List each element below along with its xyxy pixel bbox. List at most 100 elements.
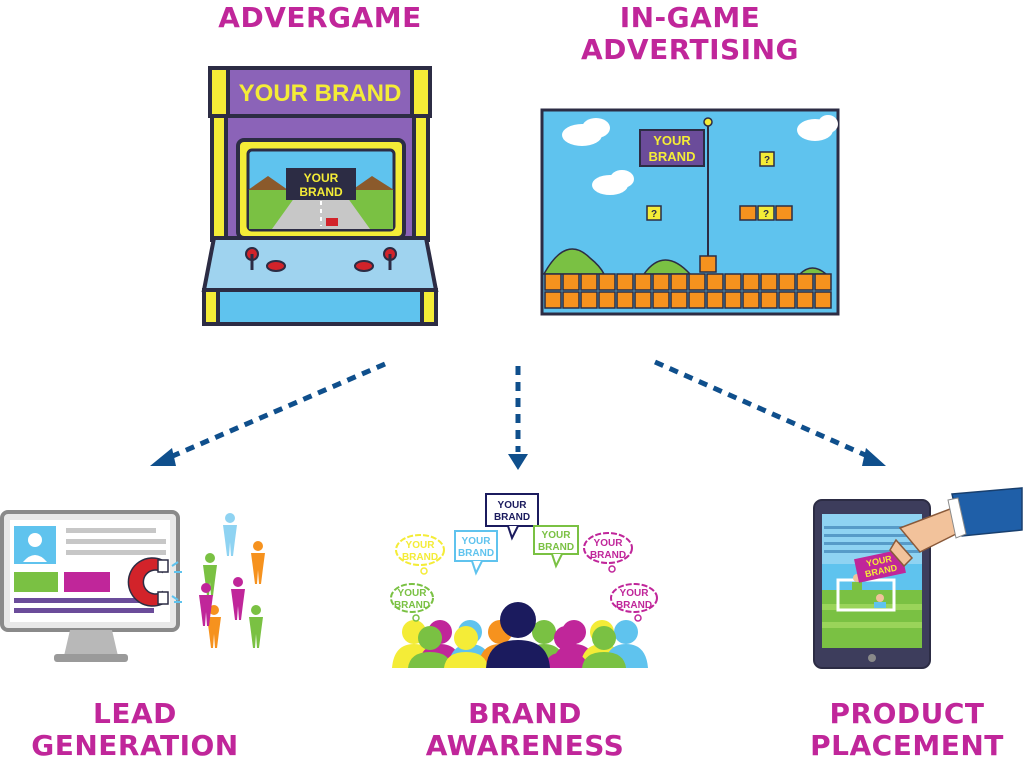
in-game-title-line2: ADVERTISING [580, 33, 800, 66]
brick [796, 273, 814, 291]
crowd-person-icon [544, 626, 588, 668]
question-mark-3: ? [763, 209, 769, 220]
screen-brand-line2: BRAND [299, 185, 343, 199]
crowd-person-icon [582, 626, 626, 668]
bubble-brand-line1: YOUR [398, 588, 428, 599]
question-mark-2: ? [651, 209, 657, 220]
brick [670, 291, 688, 309]
monitor-magnet-icon [0, 510, 182, 662]
arrowhead-right [862, 448, 886, 466]
brick [796, 291, 814, 309]
bubble-brand-line2: BRAND [590, 550, 626, 561]
brick [652, 273, 670, 291]
arrow-to-lead-generation [167, 361, 386, 461]
person-icon [249, 605, 263, 648]
brand-awareness-title: BRAND AWARENESS [400, 698, 650, 762]
brick [616, 291, 634, 309]
in-game-advertising-title: IN-GAME ADVERTISING [540, 2, 840, 66]
in-game-title-line1: IN-GAME [619, 1, 761, 34]
bubble-brand-line1: YOUR [542, 530, 572, 541]
advergame-title: ADVERGAME [170, 2, 470, 34]
tablet-icon: YOUR BRAND [813, 487, 1023, 669]
crowd-person-icon [444, 626, 488, 668]
brick [652, 291, 670, 309]
marquee-brand-text: YOUR BRAND [239, 80, 402, 107]
brick [760, 273, 778, 291]
brick [760, 291, 778, 309]
brick [580, 273, 598, 291]
lead-title-line1: LEAD [93, 697, 177, 730]
advergame-title-line1: ADVERGAME [218, 1, 422, 34]
brick [544, 273, 562, 291]
bubble-brand-line1: YOUR [498, 500, 528, 511]
question-mark-1: ? [764, 155, 770, 166]
person-icon [199, 583, 213, 626]
brick [742, 273, 760, 291]
person-icon [223, 513, 237, 556]
game-sign-brand-line1: YOUR [653, 133, 691, 148]
lead-generation-title: LEAD GENERATION [10, 698, 260, 762]
screen-brand-line1: YOUR [304, 171, 339, 185]
brick [778, 291, 796, 309]
person-icon [231, 577, 245, 620]
bubble-brand-line1: YOUR [406, 540, 436, 551]
arrowhead-center [508, 454, 528, 470]
product-placement-title: PRODUCT PLACEMENT [790, 698, 1024, 762]
awareness-title-line2: AWARENESS [425, 729, 625, 762]
platform-game-icon: YOUR BRAND ? ? ? [540, 108, 840, 316]
bubble-brand-line2: BRAND [458, 548, 494, 559]
arrows [167, 359, 874, 461]
game-sign-brand-line2: BRAND [649, 149, 696, 164]
brick [544, 291, 562, 309]
brick [562, 291, 580, 309]
person-icon [207, 605, 221, 648]
brick [688, 291, 706, 309]
brick [778, 273, 796, 291]
brick [580, 291, 598, 309]
bubble-brand-line2: BRAND [394, 600, 430, 611]
brick [598, 291, 616, 309]
brick [616, 273, 634, 291]
placement-title-line1: PRODUCT [829, 697, 985, 730]
brick [634, 291, 652, 309]
person-icon [251, 541, 265, 584]
bubble-brand-line1: YOUR [462, 536, 492, 547]
crowd-icon [392, 602, 648, 668]
brick [814, 291, 832, 309]
bubble-brand-line1: YOUR [620, 588, 650, 599]
arcade-cabinet-icon: YOUR BRAND YOUR BRAND [201, 66, 439, 326]
question-block-icon: ? [646, 205, 662, 221]
lead-title-line2: GENERATION [31, 729, 239, 762]
bubble-brand-line2: BRAND [538, 542, 574, 553]
brick [742, 291, 760, 309]
awareness-title-line1: BRAND [468, 697, 582, 730]
bubble-brand-line2: BRAND [402, 552, 438, 563]
arrow-to-product-placement [653, 359, 874, 461]
bubble-brand-line1: YOUR [594, 538, 624, 549]
brick [706, 291, 724, 309]
crowd-person-icon [408, 626, 452, 668]
brick [724, 291, 742, 309]
brick [724, 273, 742, 291]
brick [562, 273, 580, 291]
people-group-icon [199, 513, 265, 648]
brick [598, 273, 616, 291]
brick [634, 273, 652, 291]
arrowhead-left [150, 448, 176, 466]
brick [670, 273, 688, 291]
placement-title-line2: PLACEMENT [810, 729, 1004, 762]
brick [688, 273, 706, 291]
question-block-icon: ? [757, 205, 775, 221]
bubble-brand-line2: BRAND [494, 512, 530, 523]
question-block-icon: ? [759, 151, 775, 167]
central-person-icon [486, 602, 550, 668]
bubble-brand-line2: BRAND [616, 600, 652, 611]
